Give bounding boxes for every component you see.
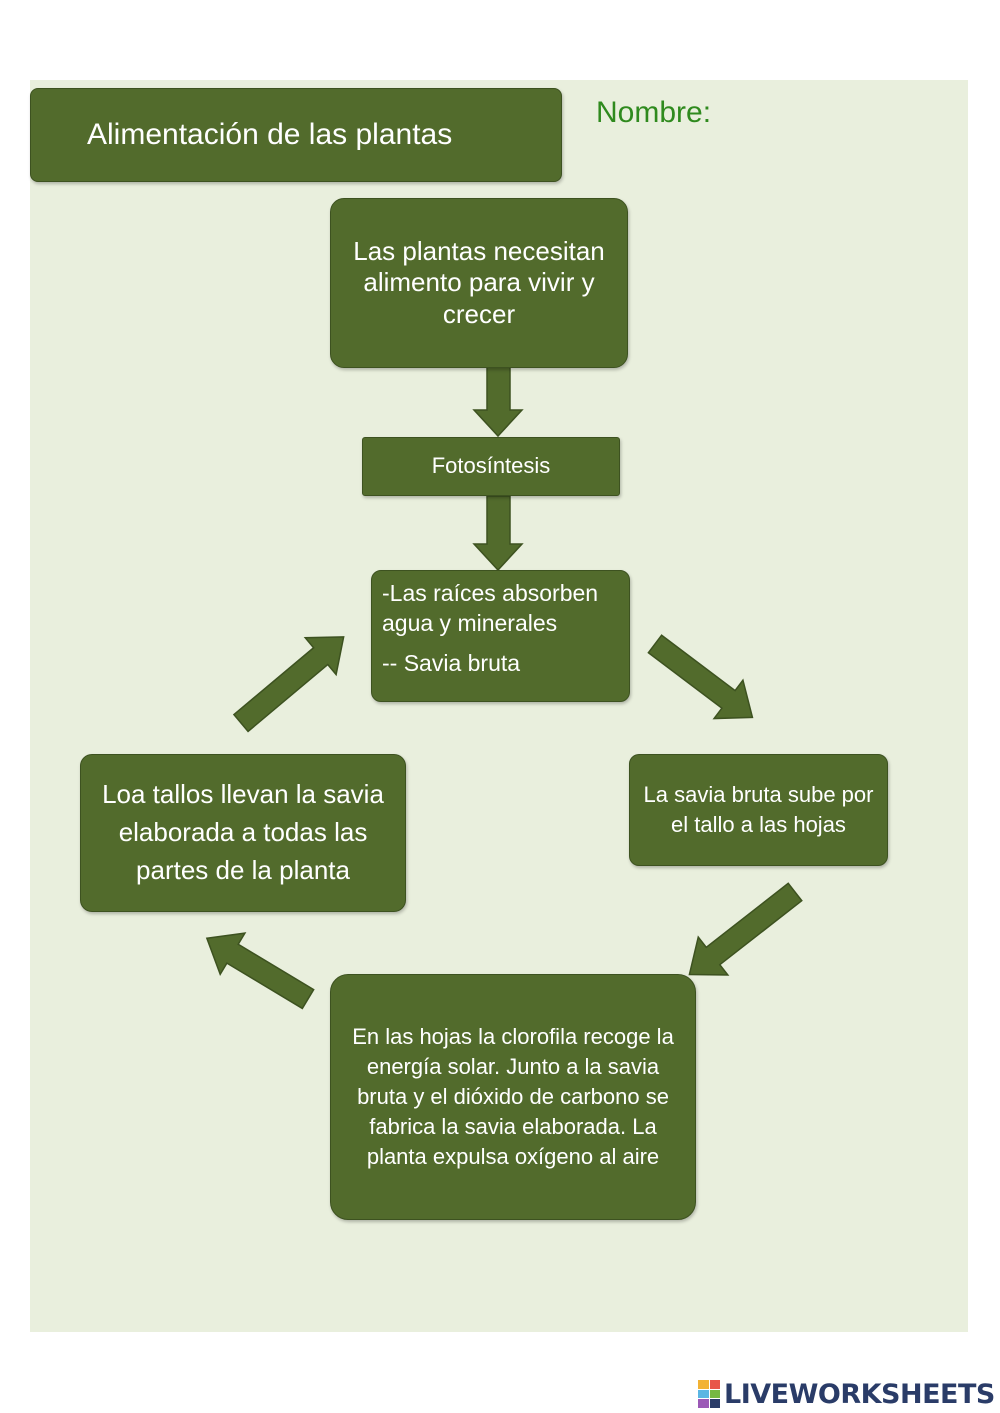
arrow-diagonal-icon [232, 636, 345, 733]
nombre-label: Nombre: [596, 96, 712, 129]
node-tallos-savia-elaborada: Loa tallos llevan la savia elaborada a t… [80, 754, 406, 912]
node-hojas-clorofila: En las hojas la clorofila recoge la ener… [330, 974, 696, 1220]
arrow-diagonal-icon [688, 882, 803, 976]
arrow-down-icon [472, 362, 524, 438]
node-raices-absorben: -Las raíces absorben agua y minerales --… [371, 570, 630, 702]
node-savia-sube: La savia bruta sube por el tallo a las h… [629, 754, 888, 866]
page-title: Alimentación de las plantas [30, 88, 562, 182]
liveworksheets-logo-icon [698, 1380, 720, 1408]
liveworksheets-logo: LIVEWORKSHEETS [698, 1377, 995, 1411]
arrow-down-icon [472, 495, 524, 572]
node-fotosintesis: Fotosíntesis [362, 437, 620, 496]
arrow-diagonal-icon [205, 932, 315, 1010]
savia-bruta-text: -- Savia bruta [382, 649, 521, 676]
liveworksheets-logo-text: LIVEWORKSHEETS [724, 1378, 995, 1410]
arrow-diagonal-icon [647, 634, 754, 720]
node-plantas-necesitan-alimento: Las plantas necesitan alimento para vivi… [330, 198, 628, 368]
page-title-text: Alimentación de las plantas [87, 118, 453, 151]
raices-text: -Las raíces absorben agua y minerales [382, 580, 599, 636]
